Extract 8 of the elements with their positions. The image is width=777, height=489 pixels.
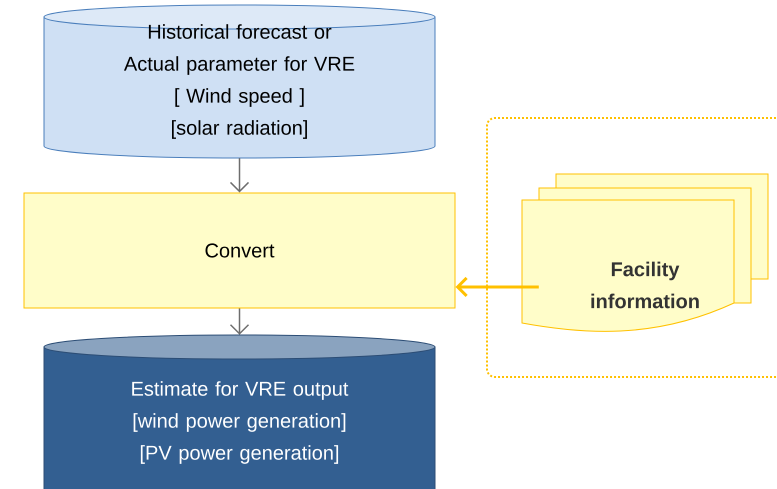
dotted-region — [486, 117, 777, 378]
arrow — [230, 158, 250, 192]
document-stack: Facility information — [522, 174, 768, 332]
database-cylinder: Historical forecast or Actual parameter for VRE [ Wind speed ] [solar radiation] — [44, 4, 436, 158]
arrow — [456, 276, 539, 298]
process-box: Convert — [24, 192, 456, 308]
arrow — [230, 308, 250, 335]
database-cylinder: Estimate for VRE output [wind power generation] [PV power generation] — [44, 334, 436, 489]
